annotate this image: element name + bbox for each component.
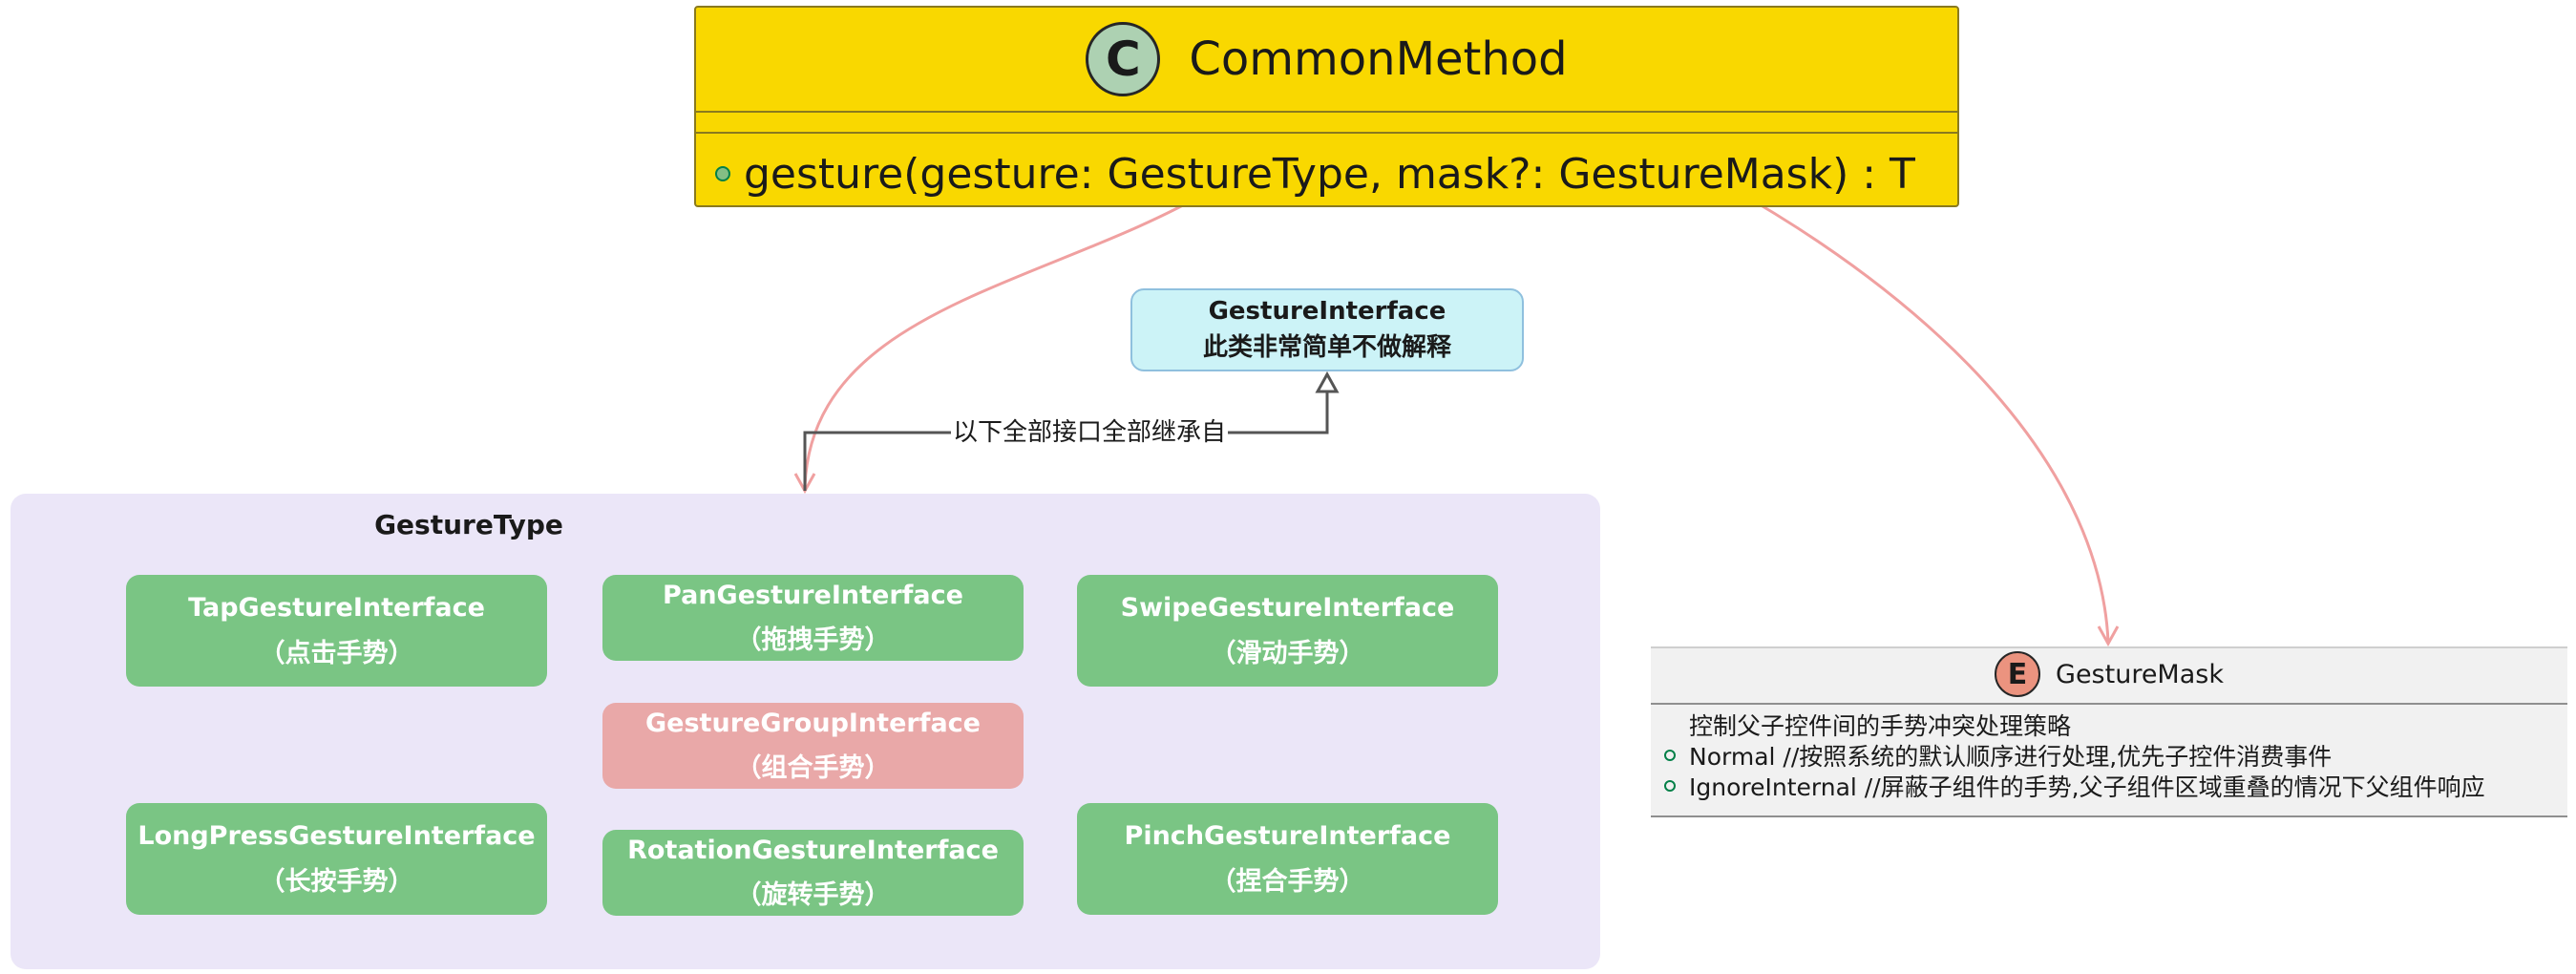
enum-divider xyxy=(1651,815,2567,817)
gesture-interface-box[interactable]: GestureInterface 此类非常简单不做解释 xyxy=(1130,288,1524,371)
method-signature: gesture(gesture: GestureType, mask?: Ges… xyxy=(744,149,1915,199)
interface-desc: （旋转手势） xyxy=(735,880,891,910)
class-badge-icon: C xyxy=(1086,22,1161,96)
interface-desc: （点击手势） xyxy=(259,638,414,668)
interface-desc: （拖拽手势） xyxy=(735,625,891,655)
gesture-interface-note: 此类非常简单不做解释 xyxy=(1202,332,1451,362)
gesture-mask-arrowhead xyxy=(2097,625,2120,647)
class-name: CommonMethod xyxy=(1189,32,1568,86)
common-method-class[interactable]: C CommonMethod gesture(gesture: GestureT… xyxy=(694,6,1959,207)
interface-desc: （滑动手势） xyxy=(1210,638,1365,668)
interface-name: TapGestureInterface xyxy=(188,593,485,624)
interface-name: GestureGroupInterface xyxy=(645,708,981,738)
gesture-mask-arrow xyxy=(1727,184,2110,643)
method-row: gesture(gesture: GestureType, mask?: Ges… xyxy=(715,144,1915,203)
enum-divider xyxy=(1651,703,2567,705)
gesture-type-arrowhead xyxy=(793,473,816,495)
interface-rotation-gesture[interactable]: RotationGestureInterface （旋转手势） xyxy=(602,830,1024,916)
enum-value-icon xyxy=(1664,750,1676,761)
inheritance-label: 以下全部接口全部继承自 xyxy=(951,413,1229,448)
interface-pinch-gesture[interactable]: PinchGestureInterface （捏合手势） xyxy=(1077,803,1498,915)
interface-name: RotationGestureInterface xyxy=(627,835,999,865)
class-divider xyxy=(696,132,1957,134)
gesture-interface-title: GestureInterface xyxy=(1208,296,1446,326)
gesture-mask-enum[interactable]: E GestureMask 控制父子控件间的手势冲突处理策略 Normal //… xyxy=(1651,646,2567,817)
interface-name: LongPressGestureInterface xyxy=(137,821,536,852)
interface-name: PinchGestureInterface xyxy=(1124,821,1451,852)
class-divider xyxy=(696,111,1957,113)
gesture-type-package: GestureType TapGestureInterface （点击手势） P… xyxy=(11,494,1600,969)
interface-name: SwipeGestureInterface xyxy=(1120,593,1455,624)
interface-name: PanGestureInterface xyxy=(663,580,963,610)
interface-long-press-gesture[interactable]: LongPressGestureInterface （长按手势） xyxy=(126,803,547,915)
enum-description: 控制父子控件间的手势冲突处理策略 xyxy=(1689,712,2072,740)
interface-gesture-group[interactable]: GestureGroupInterface （组合手势） xyxy=(602,703,1024,789)
enum-header: E GestureMask xyxy=(1651,648,2567,700)
interface-swipe-gesture[interactable]: SwipeGestureInterface （滑动手势） xyxy=(1077,575,1498,687)
enum-value-row: Normal //按照系统的默认顺序进行处理,优先子控件消费事件 xyxy=(1664,740,2333,771)
package-title: GestureType xyxy=(374,509,563,540)
enum-badge-icon: E xyxy=(1995,651,2041,697)
class-header: C CommonMethod xyxy=(696,8,1957,111)
interface-tap-gesture[interactable]: TapGestureInterface （点击手势） xyxy=(126,575,547,687)
enum-value: IgnoreInternal //屏蔽子组件的手势,父子组件区域重叠的情况下父组… xyxy=(1689,773,2485,801)
interface-desc: （捏合手势） xyxy=(1210,866,1365,897)
enum-name: GestureMask xyxy=(2056,659,2224,689)
enum-value-row: IgnoreInternal //屏蔽子组件的手势,父子组件区域重叠的情况下父组… xyxy=(1664,771,2485,801)
interface-desc: （组合手势） xyxy=(735,753,891,783)
enum-value-icon xyxy=(1664,780,1676,792)
interface-pan-gesture[interactable]: PanGestureInterface （拖拽手势） xyxy=(602,575,1024,661)
interface-desc: （长按手势） xyxy=(259,866,414,897)
public-method-icon xyxy=(715,166,730,181)
inheritance-arrowhead xyxy=(1315,371,1340,393)
enum-value: Normal //按照系统的默认顺序进行处理,优先子控件消费事件 xyxy=(1689,743,2333,771)
